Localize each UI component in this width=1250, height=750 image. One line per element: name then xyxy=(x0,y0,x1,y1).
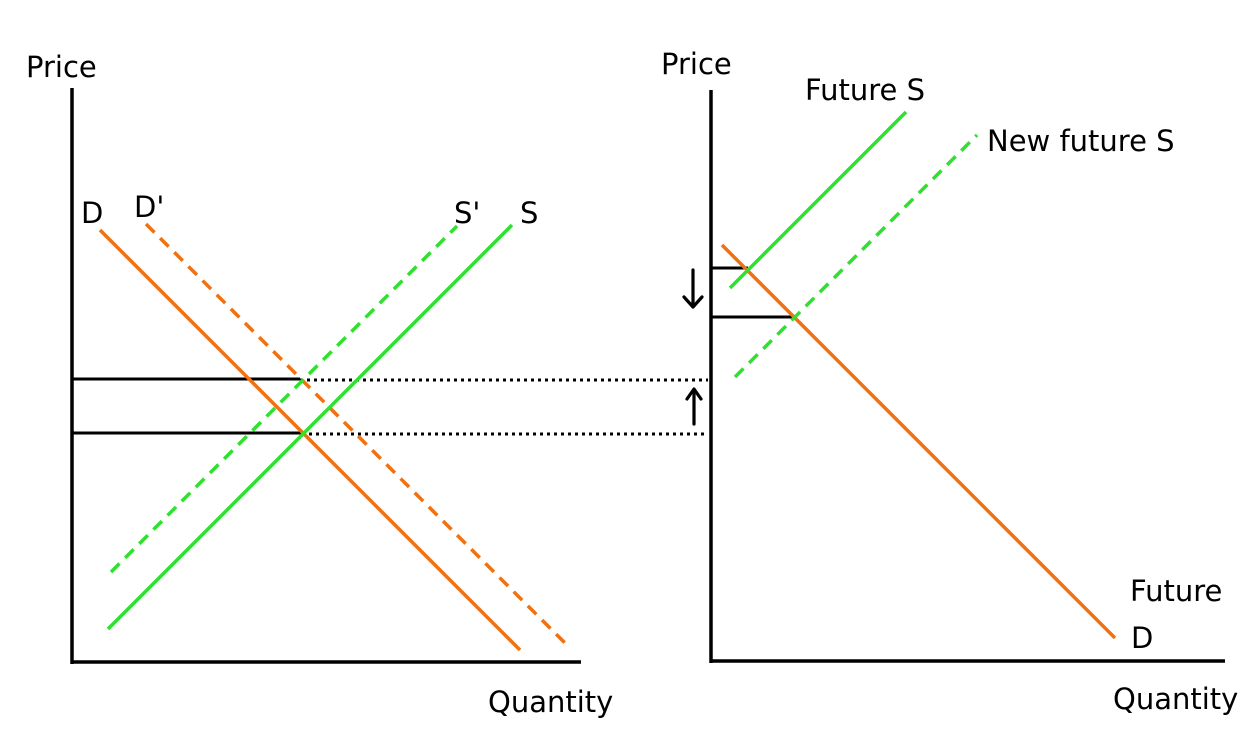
left-panel: Price Quantity D D' S' S xyxy=(26,50,708,719)
future-demand-curve xyxy=(720,243,1117,640)
left-price-label: Price xyxy=(26,50,97,84)
left-quantity-label: Quantity xyxy=(488,685,613,719)
up-arrow-icon xyxy=(685,387,703,426)
supply-curve-s-prime xyxy=(109,224,459,574)
label-future-d-line2: D xyxy=(1131,621,1153,655)
supply-curve-s xyxy=(106,223,514,631)
label-future-d-line1: Future xyxy=(1130,574,1222,608)
label-future-s: Future S xyxy=(805,73,925,107)
new-future-supply-curve xyxy=(733,133,979,379)
label-d: D xyxy=(81,196,103,230)
demand-curve-d-prime xyxy=(144,222,570,648)
down-arrow-icon xyxy=(682,268,704,309)
label-s: S xyxy=(520,196,538,230)
right-panel: Price Quantity Future S New future S Fut… xyxy=(661,47,1238,716)
right-price-label: Price xyxy=(661,47,732,81)
label-s-prime: S' xyxy=(454,196,480,230)
label-d-prime: D' xyxy=(134,190,164,224)
label-new-future-s: New future S xyxy=(987,124,1175,158)
future-supply-curve xyxy=(728,110,908,290)
demand-curve-d xyxy=(98,228,522,652)
right-quantity-label: Quantity xyxy=(1113,682,1238,716)
